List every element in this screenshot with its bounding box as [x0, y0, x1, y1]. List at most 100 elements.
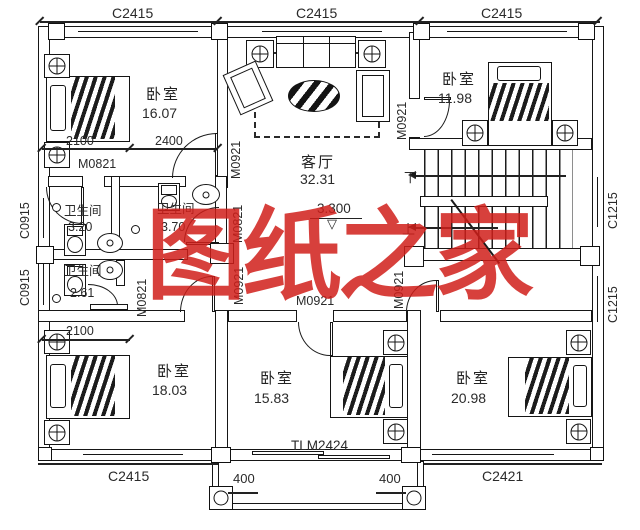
room-area-living: 32.31: [300, 171, 336, 187]
door-label-m0921-bedroom-tr: M0921: [395, 101, 409, 140]
window-label-c2415-top-3: C2415: [481, 5, 523, 21]
wall-exterior-right: [592, 26, 604, 461]
window-label-c2415-bottom: C2415: [108, 468, 150, 484]
wall-corridor-bottom: [333, 310, 407, 322]
pillow: [573, 365, 587, 407]
room-label-bath-c: 卫生间: [64, 264, 102, 278]
room-area-bedroom-bm: 15.83: [254, 390, 290, 406]
room-label-bath-a: 卫生间: [64, 204, 102, 218]
sliding-door-panel: [318, 455, 390, 459]
wall-bedroom-divider: [407, 310, 421, 450]
room-area-bedroom-bl: 18.03: [152, 382, 188, 398]
toilet: [64, 224, 86, 256]
dimension-line: [42, 148, 218, 150]
arrow-head: [408, 171, 416, 179]
wall-corridor-bottom: [38, 310, 185, 322]
floor-drain: [131, 225, 140, 234]
dim-label-400-left: 400: [233, 471, 255, 486]
column: [36, 246, 54, 264]
dimension-line: [38, 463, 218, 465]
window-c2415-top-3: [447, 26, 567, 38]
window-c2415-top-1: [78, 26, 198, 38]
stairs-handrail: [420, 196, 548, 207]
sink: [192, 184, 220, 205]
window-label-c1215-lower: C1215: [606, 286, 620, 323]
room-label-bedroom-tl: 卧室: [146, 86, 181, 103]
column: [211, 447, 231, 463]
blanket: [343, 357, 385, 415]
hall-door-jamb: [404, 246, 424, 267]
room-label-bath-b: 卫生间: [157, 202, 195, 216]
door-arc-bedroom-bm: [298, 322, 330, 356]
dim-label-2100-top: 2100: [66, 134, 94, 148]
wall-bedroom-divider: [215, 310, 228, 450]
door-label-m0921-bedroom-bm: M0921: [296, 294, 335, 308]
column: [48, 23, 65, 40]
window-label-c2415-top-2: C2415: [296, 5, 338, 21]
bed: [330, 356, 408, 418]
column: [401, 447, 421, 463]
balcony-column: [209, 486, 233, 510]
room-label-bedroom-bm: 卧室: [260, 370, 295, 387]
column: [38, 447, 52, 461]
column: [578, 23, 595, 40]
bed: [46, 355, 130, 419]
room-area-bath-b: 3.70: [161, 220, 186, 234]
dim-label-2100-bottom: 2100: [66, 324, 94, 338]
wall-interior: [217, 32, 228, 188]
room-label-bedroom-tr: 卧室: [442, 71, 477, 88]
door-label-m0921-bedroom-tl: M0921: [229, 140, 243, 179]
hall-door-jamb: [210, 243, 234, 264]
wall-corridor-bottom: [440, 310, 592, 322]
room-area-bedroom-br: 20.98: [451, 390, 487, 406]
window-c1215-lower: [592, 276, 604, 322]
sofa-three-seat: [276, 36, 356, 68]
bed: [508, 357, 592, 417]
toilet: [64, 264, 86, 296]
dimension-line: [424, 463, 602, 465]
dimension-line: [376, 492, 406, 494]
balcony-column: [402, 486, 426, 510]
watermark: 图纸之家: [146, 196, 534, 314]
door-leaf-bedroom-br: [436, 280, 439, 312]
blanket: [489, 83, 549, 121]
coffee-table: [288, 80, 340, 112]
window-c0915-upper: [38, 198, 50, 238]
window-label-c1215-upper: C1215: [606, 192, 620, 229]
room-area-bath-a: 3.20: [68, 220, 93, 234]
bed: [46, 76, 130, 142]
dimension-line: [228, 492, 258, 494]
elevation-underline: [310, 218, 362, 220]
window-label-c2415-top-1: C2415: [112, 5, 154, 21]
blanket: [71, 356, 115, 416]
door-leaf-bedroom-tr: [424, 97, 451, 100]
balcony-parapet-bottom: [212, 503, 424, 510]
door-label-tlm2424: TLM2424: [291, 438, 349, 453]
door-leaf-bedroom-bm: [330, 322, 333, 356]
floor-drain: [52, 203, 61, 212]
nightstand: [383, 330, 408, 355]
stairs-direction-line: [416, 175, 566, 177]
armchair: [356, 70, 390, 122]
wall-interior: [104, 176, 186, 187]
toilet: [158, 183, 180, 211]
dim-label-400-right: 400: [379, 471, 401, 486]
floor-drain: [52, 294, 61, 303]
end-table: [358, 40, 386, 68]
pillow: [50, 364, 66, 408]
room-area-bedroom-tr: 11.98: [438, 90, 472, 106]
dimension-line: [42, 339, 130, 341]
pillow: [50, 85, 66, 131]
sink: [97, 260, 123, 280]
door-leaf-bedroom-bl: [212, 276, 215, 312]
door-leaf-bath-c: [90, 304, 128, 310]
elevation-marker-icon: ▽: [327, 216, 337, 231]
window-c2415-bottom: [83, 449, 183, 461]
nightstand: [566, 419, 591, 444]
arrow-head: [408, 223, 416, 231]
window-label-c0915-upper: C0915: [18, 202, 32, 239]
window-label-c0915-lower: C0915: [18, 269, 32, 306]
nightstand: [552, 120, 578, 146]
window-c2421-bottom: [432, 449, 554, 461]
wall-interior: [409, 32, 420, 99]
